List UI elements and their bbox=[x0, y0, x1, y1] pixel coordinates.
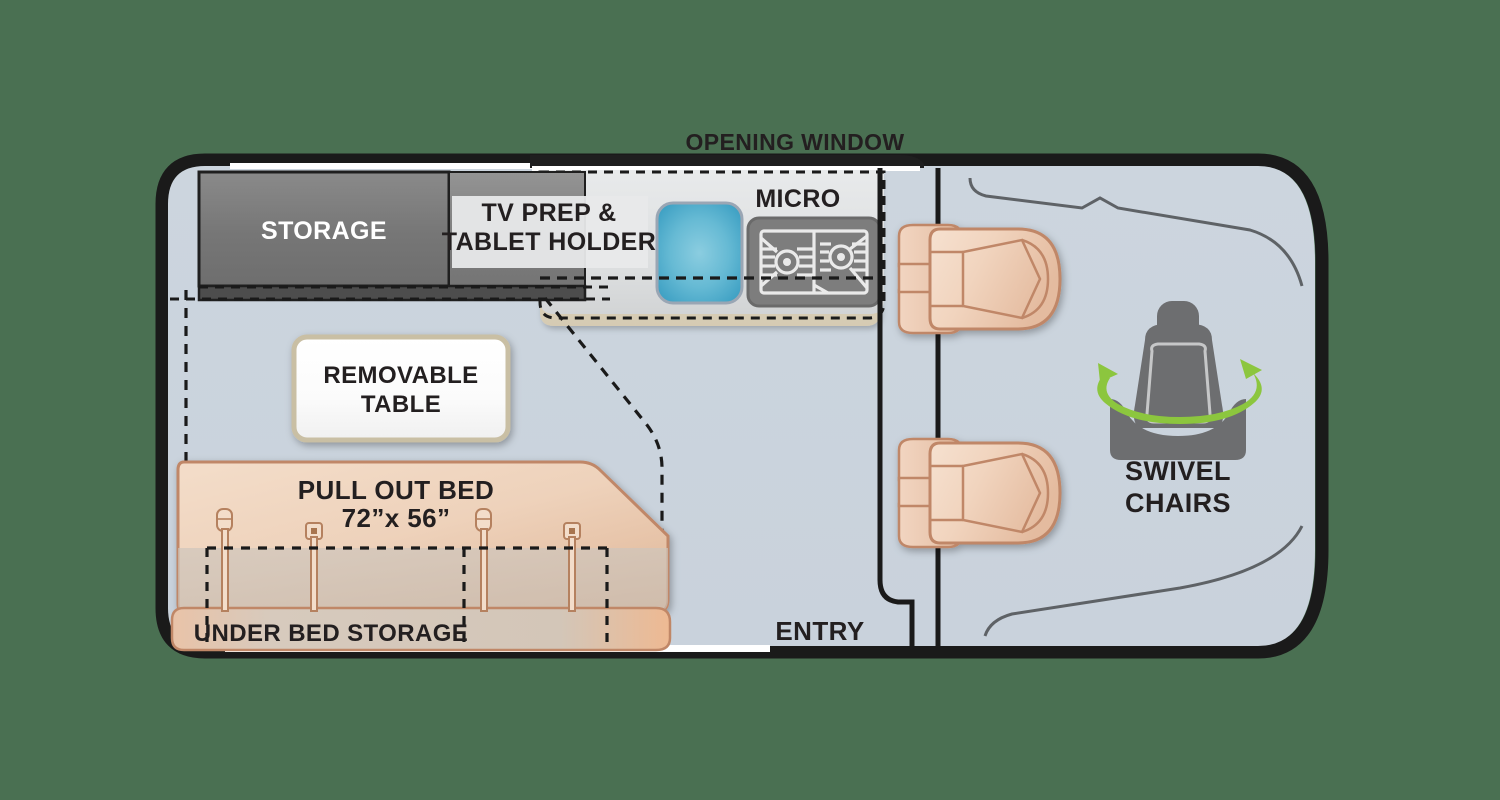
micro-label: MICRO bbox=[755, 185, 840, 213]
bed-post-4 bbox=[563, 522, 581, 612]
captain-seat-rear-inner bbox=[961, 238, 1042, 320]
tv-prep-label-line1: TV PREP & bbox=[481, 199, 616, 227]
under-bed-storage-strip[interactable] bbox=[170, 606, 672, 652]
swivel-chairs-label-line2: CHAIRS bbox=[1125, 488, 1231, 518]
windshield-line-bottom bbox=[983, 525, 1304, 637]
captain-seat-rear[interactable] bbox=[897, 223, 1062, 335]
bed-post-2 bbox=[305, 522, 323, 612]
bed-post-3 bbox=[475, 508, 492, 612]
opening-window: OPENING WINDOW bbox=[530, 129, 924, 171]
removable-table-surface[interactable] bbox=[291, 334, 511, 443]
counter-dashed-outline bbox=[538, 170, 886, 320]
sink-basin[interactable] bbox=[655, 201, 744, 305]
under-bed-tint bbox=[178, 548, 668, 612]
under-bed-storage-label: UNDER BED STORAGE bbox=[194, 620, 468, 647]
swivel-arrow-head bbox=[1098, 363, 1118, 382]
swivel-chairs-label-line1: SWIVEL bbox=[1125, 456, 1231, 486]
storage-label: STORAGE bbox=[261, 217, 387, 245]
swivel-chair-icon bbox=[1097, 301, 1262, 460]
entry-label: ENTRY bbox=[775, 616, 864, 646]
removable-table-label-line1: REMOVABLE bbox=[323, 362, 478, 389]
tv-prep-label-line2: TABLET HOLDER bbox=[442, 228, 656, 256]
storage-cabinet-body[interactable] bbox=[197, 170, 451, 288]
van-outline bbox=[155, 153, 1329, 659]
opening-window-label: OPENING WINDOW bbox=[686, 129, 905, 155]
pull-out-bed-label-line1: PULL OUT BED bbox=[298, 475, 494, 505]
sink[interactable] bbox=[655, 201, 744, 305]
tv-prep-plate bbox=[452, 196, 648, 268]
tv-prep-tablet-holder[interactable]: TV PREP & TABLET HOLDER bbox=[442, 196, 656, 268]
entry-jamb-left bbox=[877, 168, 915, 646]
bed-post-1 bbox=[216, 508, 233, 612]
captain-seat-front[interactable] bbox=[897, 437, 1062, 549]
bed-swing-diagonal bbox=[543, 296, 664, 540]
removable-table[interactable]: REMOVABLE TABLE bbox=[291, 334, 511, 443]
swivel-chairs[interactable]: SWIVEL CHAIRS bbox=[1097, 301, 1262, 518]
opening-window-glass bbox=[532, 166, 920, 171]
removable-table-label-line2: TABLE bbox=[361, 391, 441, 418]
cab-dash-outline bbox=[968, 177, 1304, 637]
pull-out-bed-label-line2: 72”x 56” bbox=[342, 503, 451, 533]
bed-support-posts bbox=[216, 508, 581, 612]
cooktop-icon bbox=[759, 229, 869, 295]
swivel-arrow-tail bbox=[1240, 359, 1262, 379]
pull-out-bed[interactable]: PULL OUT BED 72”x 56” UNDER BED STORAGE bbox=[170, 460, 672, 652]
windshield-line-top bbox=[968, 177, 1304, 287]
captain-seat-front-inner bbox=[961, 452, 1042, 534]
bed-swing-path bbox=[184, 290, 664, 540]
opening-window-frame bbox=[530, 155, 924, 168]
